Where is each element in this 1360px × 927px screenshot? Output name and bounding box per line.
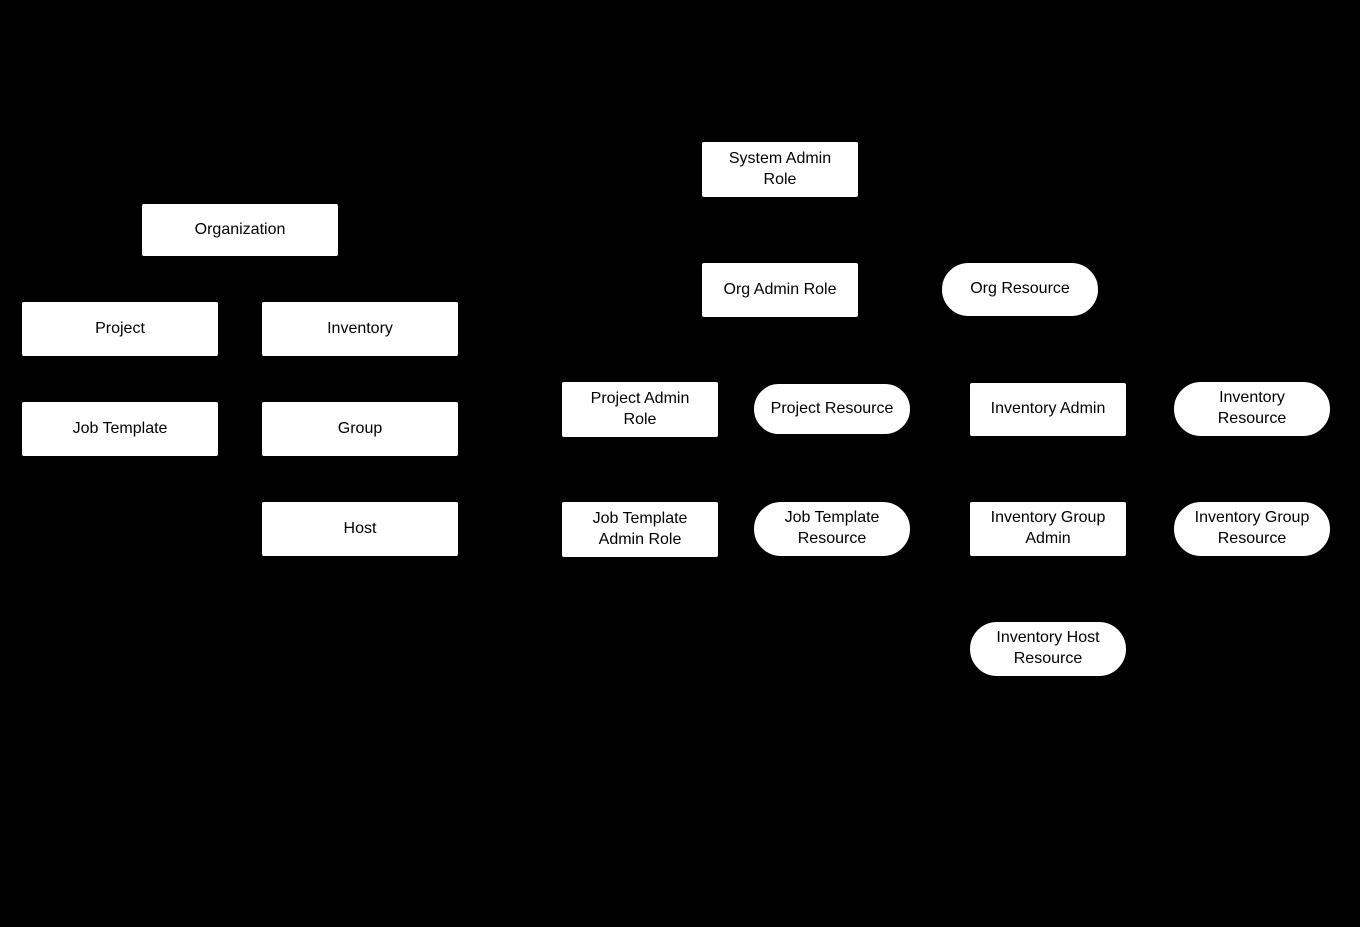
node-system-admin-role-label: System Admin Role [728,149,832,188]
node-org-admin-role: Org Admin Role [701,262,859,318]
node-inventory-resource-label: Inventory Resource [1217,389,1287,427]
node-inventory-group-resource-label: Inventory Group Resource [1194,509,1310,547]
node-inventory-group-admin: Inventory Group Admin [969,501,1127,557]
node-group: Group [261,401,459,457]
node-project-resource: Project Resource [753,383,911,435]
node-inventory-admin-label: Inventory Admin [990,400,1106,418]
node-inventory-label: Inventory [327,319,393,337]
node-organization: Organization [141,203,339,257]
node-inventory-group-resource: Inventory Group Resource [1173,501,1331,557]
node-org-resource-label: Org Resource [970,280,1070,298]
node-system-admin-role: System Admin Role [701,141,859,198]
node-job-template: Job Template [21,401,219,457]
node-project-resource-label: Project Resource [770,399,894,417]
node-host-label: Host [343,519,377,537]
node-job-template-admin-role: Job Template Admin Role [561,501,719,558]
node-host: Host [261,501,459,557]
node-job-template-resource-label: Job Template Resource [784,509,880,547]
node-job-template-admin-role-label: Job Template Admin Role [592,509,688,548]
node-project-admin-role-label: Project Admin Role [590,389,690,428]
node-org-resource: Org Resource [941,262,1099,317]
node-job-template-resource: Job Template Resource [753,501,911,557]
node-inventory-host-resource-label: Inventory Host Resource [996,629,1100,667]
node-project-label: Project [95,319,145,337]
node-job-template-label: Job Template [72,419,168,437]
node-inventory-group-admin-label: Inventory Group Admin [990,509,1106,547]
node-inventory-host-resource: Inventory Host Resource [969,621,1127,677]
node-organization-label: Organization [194,220,286,238]
node-group-label: Group [337,419,383,437]
node-inventory: Inventory [261,301,459,357]
node-inventory-resource: Inventory Resource [1173,381,1331,437]
node-project: Project [21,301,219,357]
node-inventory-admin: Inventory Admin [969,382,1127,437]
node-project-admin-role: Project Admin Role [561,381,719,438]
node-org-admin-role-label: Org Admin Role [723,280,837,298]
